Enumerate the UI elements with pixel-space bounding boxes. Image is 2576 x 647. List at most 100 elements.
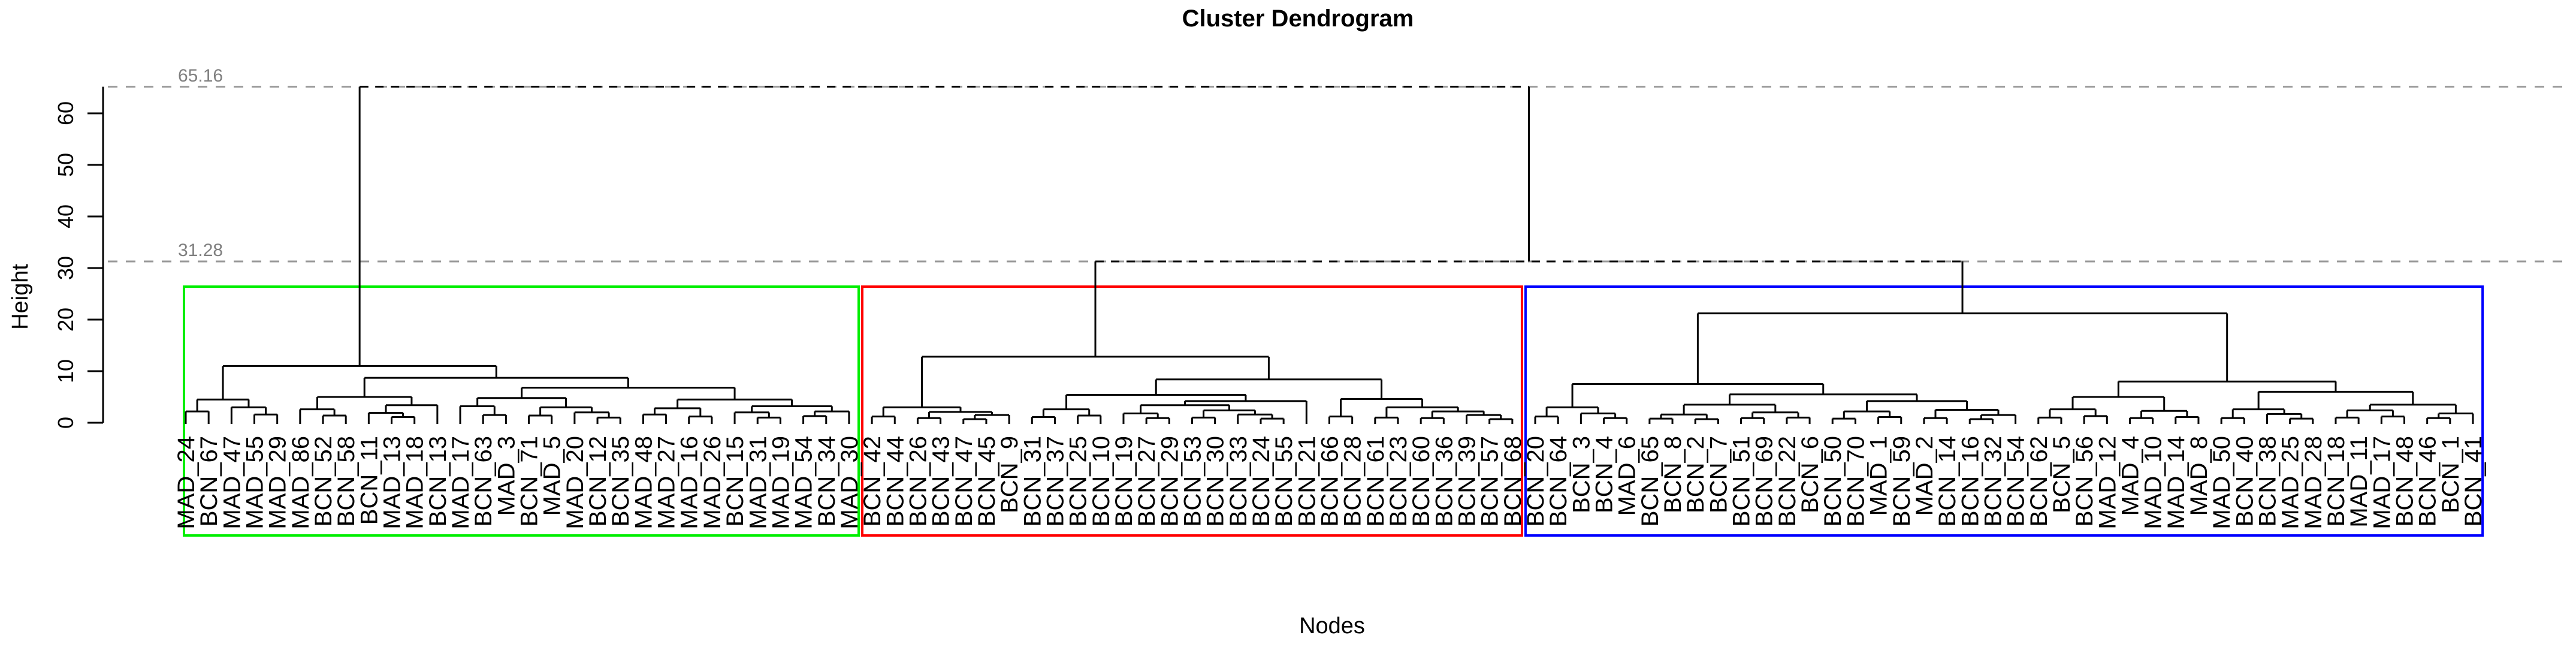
leaf-label: MAD_30	[836, 436, 863, 529]
leaf-label: BCN_42	[859, 436, 886, 526]
leaf-label: BCN_23	[1385, 436, 1412, 526]
leaf-label: BCN_56	[2071, 436, 2098, 526]
leaf-label: BCN_47	[951, 436, 977, 526]
chart-title: Cluster Dendrogram	[1182, 5, 1414, 32]
leaf-label: MAD_24	[173, 436, 200, 529]
leaf-label: BCN_15	[722, 436, 748, 526]
leaf-label: BCN_34	[814, 436, 840, 526]
leaf-label: BCN_6	[1797, 436, 1823, 513]
y-tick-label: 60	[53, 101, 78, 125]
cluster-2-box	[861, 285, 1523, 537]
leaf-label: BCN_33	[1225, 436, 1252, 526]
cluster-3-box	[1524, 285, 2484, 537]
leaf-label: BCN_32	[1980, 436, 2006, 526]
leaf-label: MAD_50	[2209, 436, 2235, 529]
leaf-label: MAD_17	[2369, 436, 2395, 529]
leaf-label: BCN_61	[1363, 436, 1389, 526]
leaf-label: BCN_7	[1705, 436, 1732, 513]
leaf-label: MAD_16	[677, 436, 703, 529]
leaf-label: BCN_71	[517, 436, 543, 526]
leaf-label: MAD_19	[768, 436, 794, 529]
leaf-label: BCN_18	[2323, 436, 2349, 526]
dendrogram-tree	[185, 86, 2474, 424]
leaf-label: BCN_1	[2438, 436, 2464, 513]
leaf-label: BCN_38	[2254, 436, 2281, 526]
leaf-label: BCN_43	[928, 436, 955, 526]
leaf-label: MAD_25	[2278, 436, 2304, 529]
leaf-label: BCN_54	[2003, 436, 2030, 526]
leaf-label: MAD_18	[402, 436, 428, 529]
leaf-label: MAD_17	[448, 436, 474, 529]
leaf-label: BCN_11	[356, 436, 382, 525]
cut-height-label-65: 65.16	[178, 66, 223, 86]
leaf-label: BCN_66	[1317, 436, 1343, 526]
leaf-label: BCN_40	[2231, 436, 2258, 526]
y-tick-label: 30	[53, 256, 78, 280]
leaf-label: BCN_20	[1523, 436, 1549, 526]
cluster-boxes	[183, 285, 2484, 537]
leaf-label: BCN_65	[1637, 436, 1663, 526]
leaf-label: BCN_30	[1203, 436, 1229, 526]
leaf-label: MAD_8	[2186, 436, 2212, 516]
leaf-label: BCN_39	[1454, 436, 1481, 526]
leaf-label: BCN_48	[2391, 436, 2418, 526]
leaf-label: BCN_9	[996, 436, 1023, 513]
leaf-label: BCN_62	[2026, 436, 2052, 526]
leaf-label: BCN_58	[333, 436, 360, 526]
leaf-label: MAD_6	[1614, 436, 1641, 516]
leaf-label: MAD_14	[2163, 436, 2190, 529]
y-tick-label: 10	[53, 359, 78, 383]
leaf-label: BCN_55	[1271, 436, 1297, 526]
leaf-label: MAD_10	[2140, 436, 2167, 529]
leaf-label: MAD_27	[654, 436, 680, 529]
leaf-label: BCN_29	[1156, 436, 1183, 526]
leaf-label: BCN_70	[1843, 436, 1869, 526]
grid-lines	[108, 86, 2571, 263]
leaf-label: BCN_4	[1591, 436, 1618, 513]
leaf-label: MAD_20	[562, 436, 588, 529]
leaf-label: BCN_21	[1294, 436, 1320, 526]
leaf-label: MAD_54	[791, 436, 817, 529]
leaf-label: BCN_16	[1957, 436, 1983, 526]
leaf-label: MAD_48	[630, 436, 657, 529]
leaf-label: MAD_3	[493, 436, 520, 516]
leaf-label: BCN_45	[974, 436, 1000, 526]
leaf-label: MAD_86	[288, 436, 314, 529]
cluster-1-box	[183, 285, 860, 537]
cut-height-label-31: 31.28	[178, 240, 223, 260]
leaf-label: BCN_8	[1660, 436, 1686, 513]
leaf-label: BCN_53	[1179, 436, 1206, 526]
leaf-label: BCN_25	[1065, 436, 1092, 526]
leaf-labels: MAD_24BCN_67MAD_47MAD_55MAD_29MAD_86BCN_…	[173, 436, 2487, 529]
leaf-label: BCN_69	[1751, 436, 1778, 526]
y-tick-label: 0	[53, 417, 78, 429]
leaf-label: BCN_13	[425, 436, 451, 526]
leaf-label: BCN_31	[1019, 436, 1046, 526]
leaf-label: BCN_60	[1408, 436, 1435, 526]
leaf-label: MAD_26	[699, 436, 726, 529]
leaf-label: BCN_14	[1934, 436, 1961, 526]
leaf-label: MAD_31	[745, 436, 771, 529]
leaf-label: BCN_68	[1500, 436, 1526, 526]
leaf-label: BCN_51	[1729, 436, 1755, 526]
leaf-label: BCN_22	[1774, 436, 1801, 526]
leaf-label: BCN_46	[2415, 436, 2441, 526]
leaf-label: BCN_52	[310, 436, 337, 526]
leaf-label: BCN_28	[1340, 436, 1366, 526]
leaf-label: MAD_55	[242, 436, 268, 529]
leaf-label: MAD_5	[539, 436, 566, 516]
leaf-label: BCN_50	[1820, 436, 1846, 526]
leaf-label: BCN_64	[1545, 436, 1572, 526]
leaf-label: BCN_35	[608, 436, 634, 526]
y-tick-label: 20	[53, 308, 78, 332]
leaf-label: MAD_47	[219, 436, 245, 529]
leaf-label: BCN_57	[1477, 436, 1503, 526]
leaf-label: BCN_37	[1042, 436, 1068, 526]
leaf-label: BCN_12	[585, 436, 611, 526]
leaf-label: BCN_27	[1134, 436, 1160, 526]
leaf-label: BCN_10	[1088, 436, 1115, 526]
leaf-label: MAD_13	[379, 436, 406, 529]
y-tick-label: 50	[53, 153, 78, 177]
